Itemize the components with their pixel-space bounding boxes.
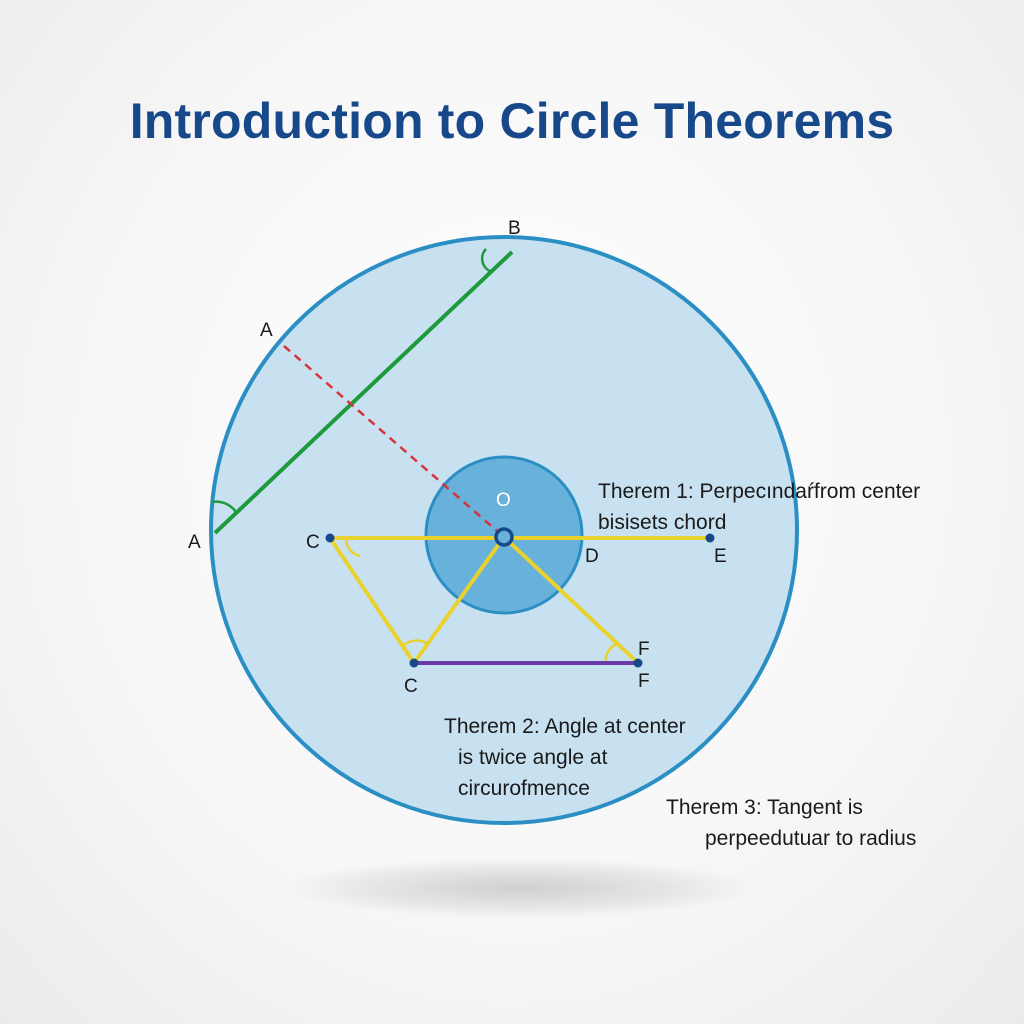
label-c-bottom: C: [404, 676, 418, 697]
theorem-2-line-3: circurofmence: [458, 777, 590, 800]
label-f-bottom: F: [638, 671, 650, 692]
theorem-1-line-2: bisisets chord: [598, 511, 727, 534]
chord-angle-arc-b: [480, 248, 493, 274]
theorem-3-line-1: Therem 3: Tangent is: [666, 796, 863, 819]
point-f: [633, 658, 643, 668]
chord-angle-arc-a: [211, 500, 238, 513]
theorem-1-line-1: Therem 1: Perpecındaŕfrom center: [598, 480, 921, 503]
circle-shadow: [290, 858, 750, 918]
theorem-2-line-1: Therem 2: Angle at center: [444, 715, 686, 738]
segment-o-f: [502, 535, 640, 665]
label-f-top: F: [638, 639, 650, 660]
point-c-bottom: [409, 658, 419, 668]
label-e: E: [714, 546, 727, 567]
chord-ab: [213, 250, 514, 535]
theorem-2-note: Therem 2: Angle at center is twice angle…: [444, 711, 686, 804]
segment-c-o: [412, 535, 506, 665]
label-a-left: A: [188, 532, 201, 553]
theorem-2-line-2: is twice angle at: [458, 746, 608, 769]
segment-c-c: [328, 536, 416, 665]
label-b: B: [508, 218, 521, 239]
angle-arc-f: [604, 642, 619, 662]
angle-arc-c-left: [344, 539, 361, 558]
theorem-3-note: Therem 3: Tangent is perpeedutuar to rad…: [666, 792, 916, 854]
point-c-left: [325, 533, 335, 543]
point-o: [494, 527, 514, 547]
theorem-3-line-2: perpeedutuar to radius: [705, 827, 917, 850]
page-title: Introduction to Circle Theorems: [129, 93, 895, 149]
label-o: O: [496, 490, 511, 511]
perpendicular-line: [283, 345, 505, 538]
theorem-1-note: Therem 1: Perpecındaŕfrom center bisise…: [598, 476, 920, 538]
angle-arc-c-bottom: [402, 639, 429, 647]
label-d: D: [585, 546, 599, 567]
label-c-left: C: [306, 532, 320, 553]
label-a-top: A: [260, 320, 273, 341]
point-e: [705, 533, 715, 543]
